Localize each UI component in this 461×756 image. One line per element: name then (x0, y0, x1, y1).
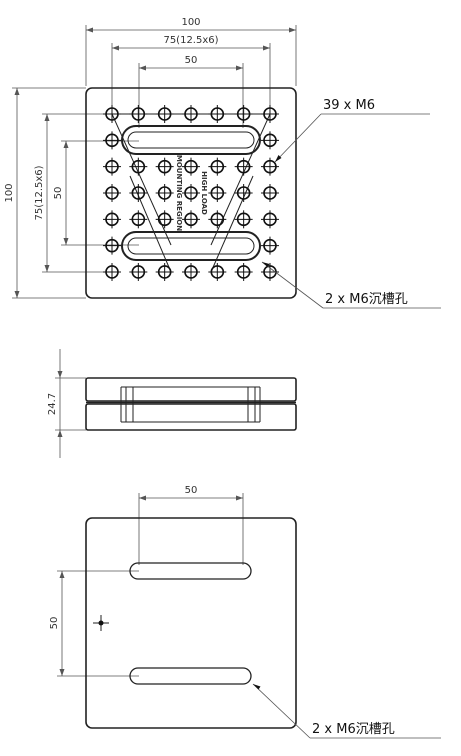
mounting-hole (103, 210, 121, 229)
mounting-hole (103, 236, 121, 255)
side-slot-hidden-lines (120, 386, 261, 423)
top-plate-outline (85, 87, 297, 299)
mounting-hole (155, 262, 174, 281)
bottom-slot-lower (129, 667, 252, 685)
dim-inner-height-label: 50 (53, 187, 64, 200)
mounting-hole (260, 183, 279, 202)
mounting-hole (181, 157, 200, 176)
mounting-hole (129, 210, 148, 229)
dim-overall-height: 100 (4, 87, 86, 299)
dim-overall-width: 100 (85, 17, 297, 86)
callout-holes: 39 x M6 (274, 98, 430, 163)
dim-inner-width-label: 50 (185, 55, 198, 66)
callout-slots-top: 2 x M6沉槽孔 (261, 261, 441, 309)
region-label: HIGH LOAD MOUNTING REGION (175, 155, 208, 231)
mounting-hole (129, 262, 148, 281)
dim-inner-width: 50 (138, 55, 244, 128)
mounting-hole (208, 183, 227, 202)
mounting-hole (155, 105, 174, 123)
top-slot-upper (121, 125, 261, 155)
mounting-hole (260, 157, 279, 176)
callout-slots-top-label: 2 x M6沉槽孔 (325, 292, 408, 307)
dim-overall-width-label: 100 (181, 17, 200, 28)
dim-thickness-label: 24.7 (47, 393, 58, 415)
dim-hole-span-height-label: 75(12.5x6) (34, 165, 45, 220)
mounting-hole (234, 210, 253, 229)
dim-overall-height-label: 100 (4, 183, 15, 202)
callout-holes-label: 39 x M6 (323, 98, 375, 113)
mounting-hole (103, 262, 121, 281)
mounting-hole (181, 105, 200, 123)
side-plate-upper (85, 377, 297, 402)
region-label-line2: MOUNTING REGION (175, 155, 183, 231)
mounting-hole (129, 157, 148, 176)
hole-grid (103, 105, 279, 281)
mounting-hole (234, 105, 253, 123)
dim-thickness: 24.7 (47, 349, 86, 458)
dim-hole-span-width: 75(12.5x6) (111, 35, 271, 108)
mounting-hole (234, 157, 253, 176)
mounting-hole (155, 210, 174, 229)
top-slot-lower (121, 231, 261, 261)
mounting-hole (260, 131, 279, 150)
mounting-hole (234, 262, 253, 281)
dim-inner-height: 50 (53, 140, 139, 246)
bottom-plate-outline (85, 517, 297, 729)
mounting-hole (129, 183, 148, 202)
mounting-hole (260, 105, 279, 123)
mounting-hole (129, 105, 148, 123)
callout-slots-bottom-label: 2 x M6沉槽孔 (312, 722, 395, 737)
mounting-hole (181, 183, 200, 202)
mounting-hole (208, 105, 227, 123)
side-plate-lower (85, 403, 297, 431)
mounting-hole (260, 236, 279, 255)
dim-slot-spacing-label: 50 (49, 617, 60, 630)
dim-hole-span-width-label: 75(12.5x6) (163, 35, 218, 46)
bottom-slot-upper (129, 562, 252, 580)
mounting-hole (103, 157, 121, 176)
bottom-view: 50 50 2 x M6沉槽孔 (49, 485, 441, 739)
mounting-hole (181, 210, 200, 229)
mounting-hole (103, 183, 121, 202)
mounting-hole (234, 183, 253, 202)
mounting-hole (260, 262, 279, 281)
mounting-hole (208, 262, 227, 281)
mounting-hole (208, 157, 227, 176)
center-mark (93, 615, 109, 631)
mounting-hole (260, 210, 279, 229)
dim-slot-length-label: 50 (185, 485, 198, 496)
mounting-hole (208, 210, 227, 229)
region-label-line1: HIGH LOAD (200, 171, 208, 215)
dim-slot-spacing: 50 (49, 570, 139, 677)
mounting-hole (155, 183, 174, 202)
mounting-hole (103, 105, 121, 123)
mounting-hole (103, 131, 121, 150)
top-view: 100 75(12.5x6) 50 100 (4, 17, 441, 309)
mounting-hole (155, 157, 174, 176)
side-view: 24.7 (47, 349, 297, 458)
mounting-hole (181, 262, 200, 281)
dim-slot-length: 50 (138, 485, 244, 565)
callout-slots-bottom: 2 x M6沉槽孔 (252, 683, 441, 739)
dim-hole-span-height: 75(12.5x6) (34, 113, 112, 273)
